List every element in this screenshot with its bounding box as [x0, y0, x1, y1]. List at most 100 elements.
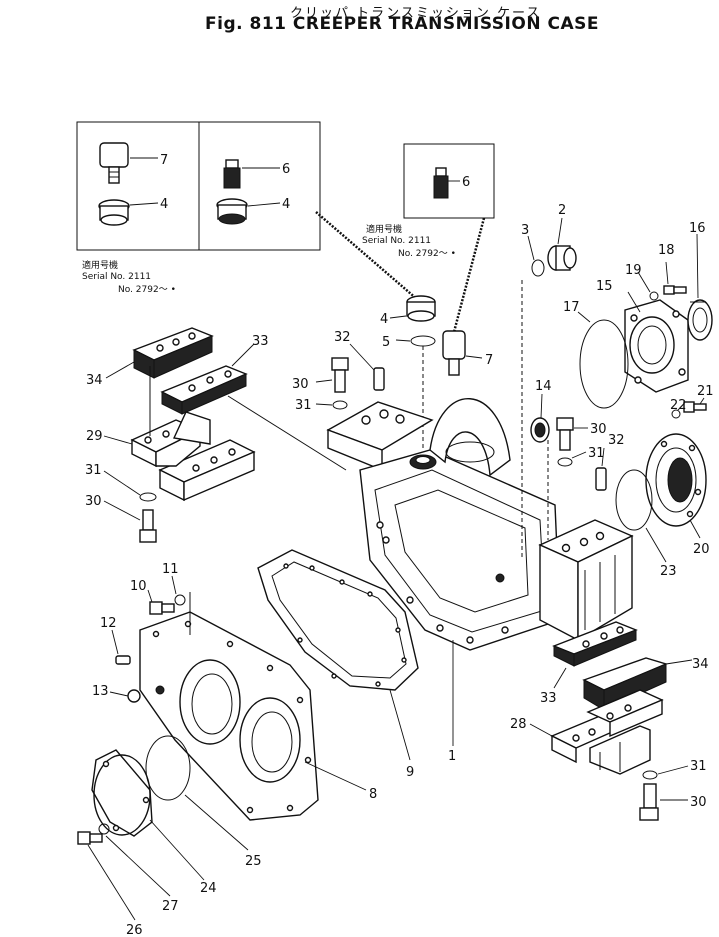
callout-4: 4	[282, 197, 290, 212]
callout-14: 14	[535, 379, 552, 394]
callout-8: 8	[369, 787, 377, 802]
washer-22	[671, 409, 681, 419]
bolt-30-left	[139, 509, 157, 543]
plug-4-inset-b	[216, 198, 248, 225]
callout-11: 11	[162, 562, 179, 577]
callout-25: 25	[245, 854, 262, 869]
washer-31-left	[139, 492, 157, 502]
callout-4: 4	[380, 312, 388, 327]
gasket-9	[257, 549, 419, 691]
callout-21: 21	[697, 384, 714, 399]
callout-34: 34	[86, 373, 103, 388]
callout-9: 9	[406, 765, 414, 780]
callout-13: 13	[92, 684, 109, 699]
callout-17: 17	[563, 300, 580, 315]
callout-31: 31	[690, 759, 707, 774]
seal-16	[687, 299, 713, 341]
callout-32: 32	[608, 433, 625, 448]
callout-1: 1	[448, 749, 456, 764]
pin-32-center	[373, 367, 385, 391]
o-ring-17	[579, 319, 629, 409]
callout-3: 3	[521, 223, 529, 238]
callout-31: 31	[85, 463, 102, 478]
cover-8	[139, 592, 319, 821]
serial-note-serial-left: Serial No. 2111	[82, 272, 151, 282]
plug-2	[547, 245, 577, 271]
callout-16: 16	[689, 221, 706, 236]
cover-plate-24	[91, 749, 153, 837]
bolt-30-right	[556, 417, 574, 451]
callout-19: 19	[625, 263, 642, 278]
callout-33: 33	[252, 334, 269, 349]
serial-note-range-center: No. 2792～ •	[398, 249, 456, 259]
callout-34: 34	[692, 657, 709, 672]
bolt-21	[683, 401, 707, 413]
serial-note-serial-center: Serial No. 2111	[362, 236, 431, 246]
serial-note-range-left: No. 2792～ •	[118, 285, 176, 295]
washer-27	[98, 823, 110, 835]
callout-12: 12	[100, 616, 117, 631]
shim-34-left	[132, 327, 214, 379]
callout-4: 4	[160, 197, 168, 212]
bearing-cage-15	[624, 299, 689, 393]
callout-22: 22	[670, 398, 687, 413]
shim-33-right	[552, 621, 638, 667]
bracket-28	[550, 689, 664, 775]
washer-31-center	[332, 400, 348, 410]
callout-24: 24	[200, 881, 217, 896]
callout-27: 27	[162, 899, 179, 914]
washer-31-right	[557, 457, 573, 467]
plug-7-inset	[99, 142, 129, 184]
o-ring-5	[410, 335, 436, 347]
callout-23: 23	[660, 564, 677, 579]
callout-5: 5	[382, 335, 390, 350]
plug-6-inset-a	[223, 159, 241, 189]
o-ring-3	[531, 259, 545, 277]
callout-6: 6	[282, 162, 290, 177]
callout-10: 10	[130, 579, 147, 594]
callout-26: 26	[126, 923, 143, 937]
callout-33: 33	[540, 691, 557, 706]
callout-31: 31	[588, 446, 605, 461]
bolt-10	[149, 601, 175, 615]
callout-30: 30	[690, 795, 707, 810]
plug-4-inset-a	[98, 199, 130, 226]
callout-28: 28	[510, 717, 527, 732]
washer-31-right-bottom	[642, 770, 658, 780]
callout-30: 30	[85, 494, 102, 509]
bearing-14	[530, 417, 550, 443]
callout-7: 7	[160, 153, 168, 168]
callout-7: 7	[485, 353, 493, 368]
pin-12	[115, 655, 131, 665]
figure-title: Fig. 811 CREEPER TRANSMISSION CASE	[205, 14, 599, 34]
o-ring-23	[615, 469, 653, 531]
cover-20	[645, 433, 707, 527]
bolt-26	[77, 831, 103, 845]
bracket-29	[130, 366, 347, 502]
callout-2: 2	[558, 203, 566, 218]
callout-6: 6	[462, 175, 470, 190]
callout-31: 31	[295, 398, 312, 413]
callout-29: 29	[86, 429, 103, 444]
callout-20: 20	[693, 542, 710, 557]
pin-32-right	[595, 467, 607, 491]
serial-note-jp-center: 適用号機	[366, 223, 402, 235]
washer-11	[174, 594, 186, 606]
plug-13	[127, 689, 141, 703]
callout-32: 32	[334, 330, 351, 345]
bolt-30-center	[331, 357, 349, 393]
callout-15: 15	[596, 279, 613, 294]
o-ring-25	[145, 735, 191, 801]
callout-18: 18	[658, 243, 675, 258]
inset-box-center: 6	[403, 143, 495, 219]
plug-4	[406, 295, 436, 322]
bolt-18	[663, 285, 687, 295]
bolt-30-right-bottom	[639, 783, 659, 821]
inset-box-left: 7 4 6 4	[76, 121, 321, 251]
callout-30: 30	[590, 422, 607, 437]
plug-7	[442, 330, 466, 376]
callout-30: 30	[292, 377, 309, 392]
transmission-case-1	[326, 398, 634, 651]
washer-19	[649, 291, 659, 301]
